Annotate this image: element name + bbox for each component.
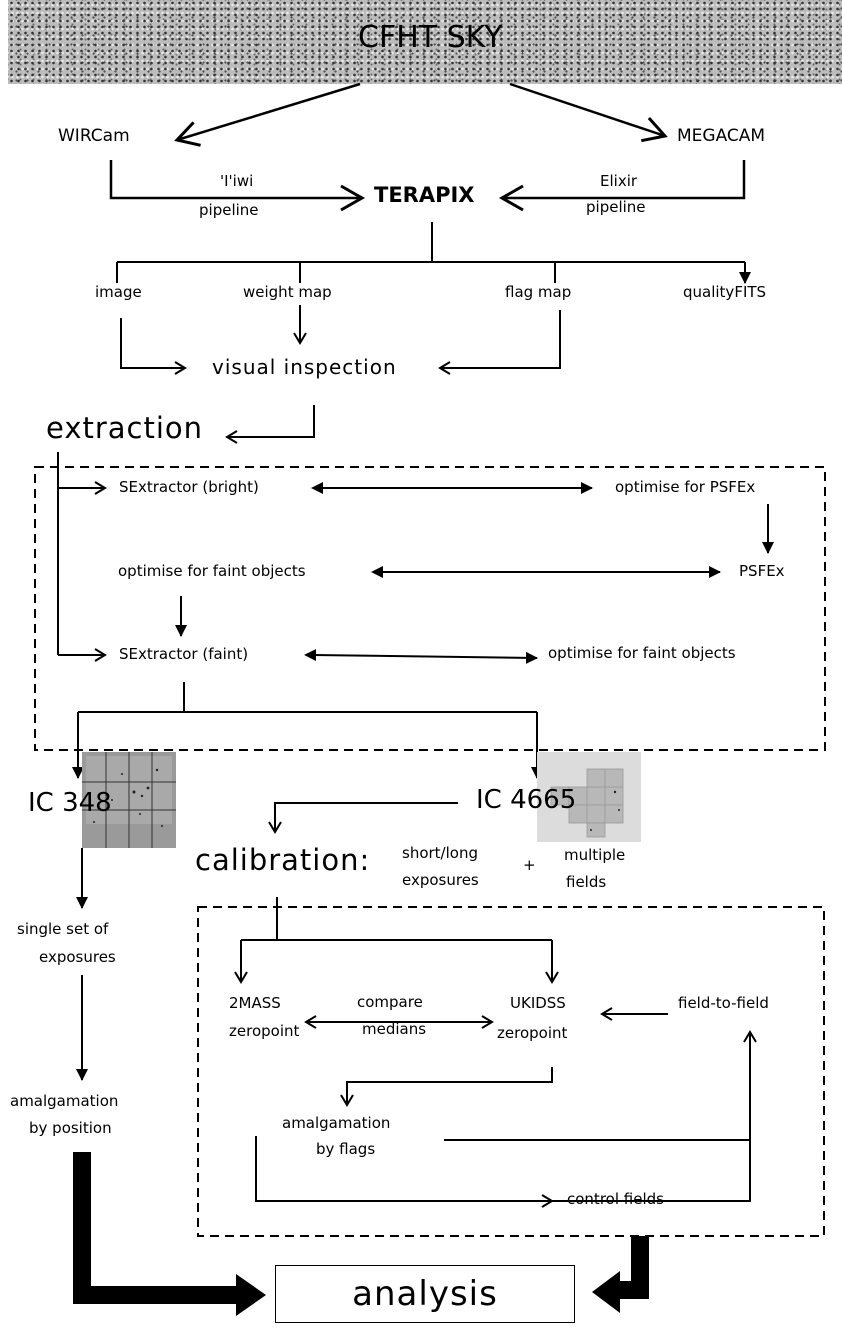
optimise-faint-1-label: optimise for faint objects xyxy=(118,562,306,580)
single-set-label-1: single set of xyxy=(17,920,109,938)
sextractor-faint-label: SExtractor (faint) xyxy=(119,645,249,663)
arrow-wircam-terapix xyxy=(109,160,366,212)
product-flag-map: flag map xyxy=(505,283,572,301)
ic348-label: IC 348 xyxy=(28,788,112,818)
ic4665-field-image xyxy=(537,752,641,842)
twomass-label-2: zeropoint xyxy=(229,1022,300,1040)
product-qualityfits: qualityFITS xyxy=(683,283,767,301)
optimise-psfex-label: optimise for PSFEx xyxy=(615,478,756,496)
visual-inspection-label: visual inspection xyxy=(212,355,397,379)
sky-title: CFHT SKY xyxy=(358,20,503,55)
arrow-sky-megacam xyxy=(509,82,668,143)
control-fields-label: control fields xyxy=(567,1190,664,1208)
elixir-pipeline-sub: pipeline xyxy=(586,198,646,216)
ukidss-label-1: UKIDSS xyxy=(510,994,566,1012)
optimise-faint-2-label: optimise for faint objects xyxy=(548,644,736,662)
arrow-flag-inspection xyxy=(438,310,561,375)
compare-label-2: medians xyxy=(362,1020,427,1038)
amalg-position-label-1: amalgamation xyxy=(10,1092,119,1110)
arrow-ic4665-calibration xyxy=(268,802,458,834)
iiwi-pipeline-sub: pipeline xyxy=(199,201,259,219)
wircam-label: WIRCam xyxy=(58,126,130,146)
arrow-megacam-terapix xyxy=(498,160,746,212)
extraction-label: extraction xyxy=(46,411,204,445)
ukidss-label-2: zeropoint xyxy=(497,1024,568,1042)
amalg-flags-label-2: by flags xyxy=(316,1140,376,1158)
product-image: image xyxy=(95,283,142,301)
arrow-loop-field xyxy=(545,1030,757,1202)
fat-arrow-left-analysis xyxy=(73,1152,238,1304)
single-set-label-2: exposures xyxy=(39,948,116,966)
megacam-label: MEGACAM xyxy=(677,126,766,146)
extraction-box xyxy=(34,466,826,751)
twomass-label-1: 2MASS xyxy=(229,994,281,1012)
arrow-ukidss-amalgflags xyxy=(340,1067,553,1107)
short-long-label-1: short/long xyxy=(402,844,478,862)
short-long-label-2: exposures xyxy=(402,871,479,889)
psfex-label: PSFEx xyxy=(739,562,785,580)
calibration-title: calibration: xyxy=(195,843,371,877)
ic4665-label: IC 4665 xyxy=(476,785,577,815)
arrow-amalgflags-control xyxy=(255,1136,554,1208)
sextractor-bright-label: SExtractor (bright) xyxy=(119,478,259,496)
multiple-fields-label-1: multiple xyxy=(564,846,626,864)
plus-sign: + xyxy=(523,856,536,874)
ic348-field-image xyxy=(82,752,176,848)
arrow-sky-wircam xyxy=(174,82,361,147)
arrow-inspection-extraction xyxy=(225,405,315,444)
arrow-sexfaint-optfaint xyxy=(304,649,538,664)
amalg-flags-label-1: amalgamation xyxy=(282,1114,391,1132)
terapix-label: TERAPIX xyxy=(374,183,475,207)
fat-arrowhead-left xyxy=(236,1274,266,1316)
fat-arrowhead-right xyxy=(592,1271,620,1313)
fat-arrow-right-analysis xyxy=(618,1236,649,1299)
elixir-pipeline-name: Elixir xyxy=(600,172,638,190)
multiple-fields-label-2: fields xyxy=(566,873,607,891)
analysis-box: analysis xyxy=(275,1265,575,1323)
product-weight-map: weight map xyxy=(243,283,332,301)
compare-label-1: compare xyxy=(357,993,423,1011)
analysis-label: analysis xyxy=(352,1274,498,1314)
arrow-image-inspection xyxy=(120,318,187,375)
amalg-position-label-2: by position xyxy=(29,1119,112,1137)
iiwi-pipeline-name: 'I'iwi xyxy=(220,172,254,190)
cfht-sky-image: CFHT SKY xyxy=(8,0,842,84)
calibration-box xyxy=(197,906,825,1237)
field-to-field-label: field-to-field xyxy=(678,994,769,1012)
